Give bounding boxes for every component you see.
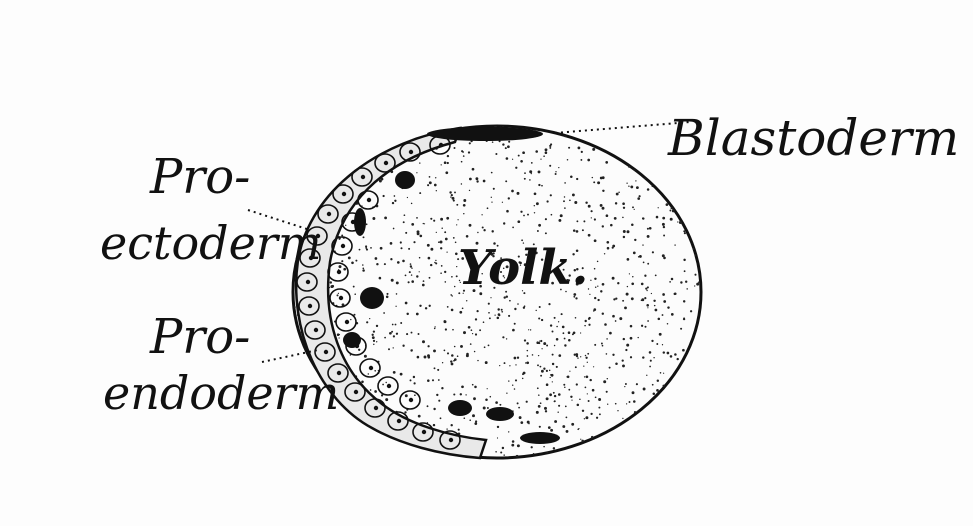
blastoderm-cells [296,135,461,450]
label-proectoderm-line1: Pro- [150,149,251,205]
dark-clusters [343,127,560,444]
label-proectoderm-line2: ectoderm [100,216,322,270]
leader-blastoderm [554,121,691,134]
blastoderm-band [294,126,488,460]
egg-outline [291,124,703,460]
label-proendoderm-line1: Pro- [150,309,251,365]
label-proendoderm-line2: endoderm [103,366,340,420]
leader-lines [247,121,691,363]
label-blastoderm: Blastoderm [668,109,960,167]
label-yolk: Yolk. [458,240,589,296]
leader-proectoderm [247,209,311,231]
